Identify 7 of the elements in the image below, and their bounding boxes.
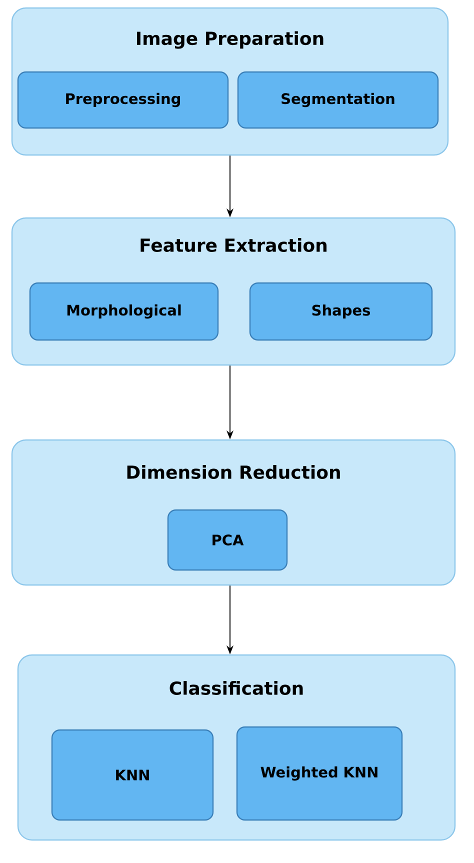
process-box: Segmentation (237, 71, 439, 129)
process-box: Weighted KNN (236, 726, 403, 821)
process-box: Shapes (249, 282, 433, 341)
process-box: Morphological (29, 282, 219, 341)
process-box: Preprocessing (17, 71, 229, 129)
process-box: PCA (167, 509, 288, 571)
process-box: KNN (51, 729, 214, 821)
